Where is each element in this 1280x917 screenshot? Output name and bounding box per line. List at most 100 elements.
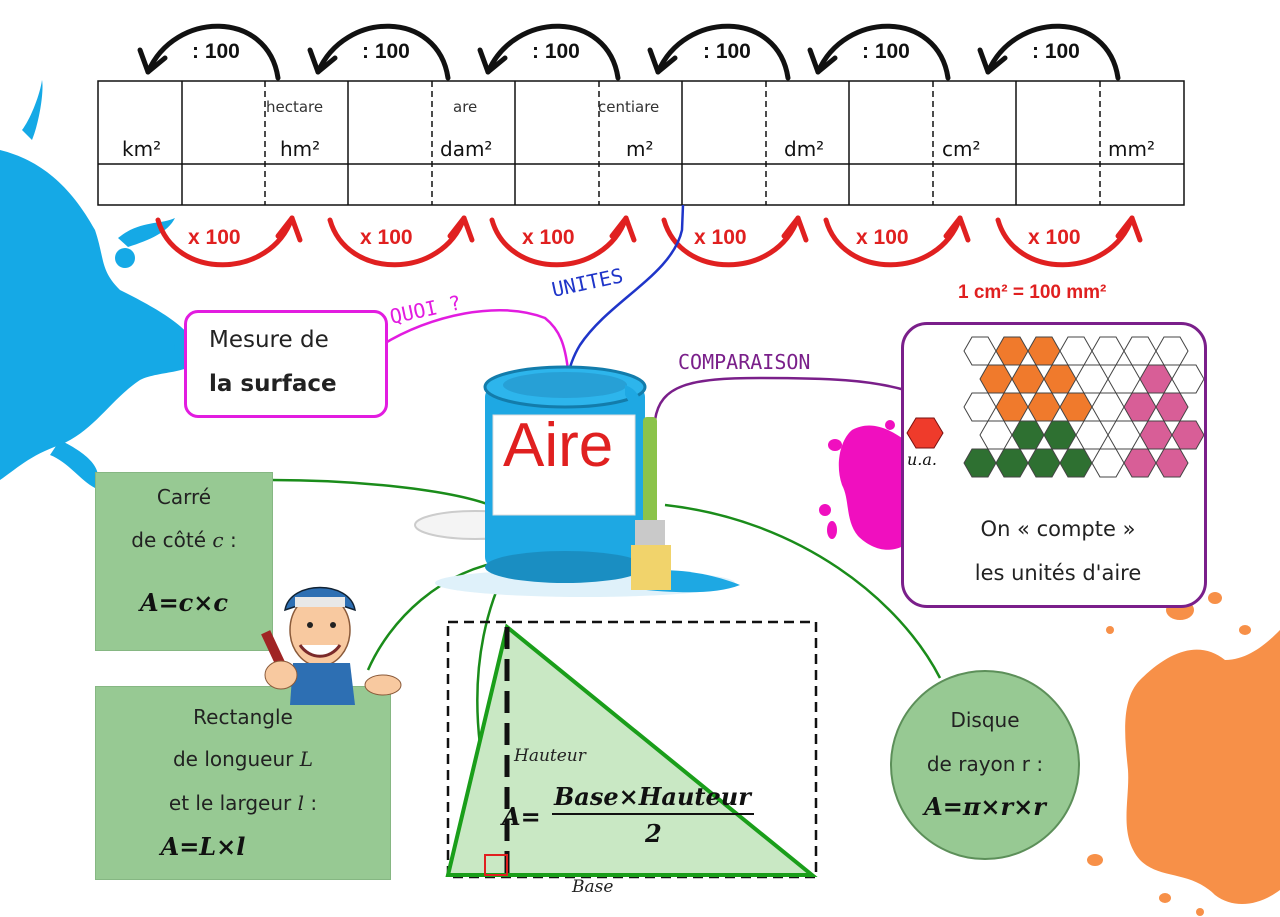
square-formula: A=c×c — [139, 588, 229, 617]
hexagon-cell — [1091, 392, 1125, 422]
disk-line-1: Disque — [950, 708, 1020, 732]
pink-paint-splash — [819, 420, 905, 550]
hexagon-cell — [1011, 364, 1045, 394]
definition-line-1: Mesure de — [209, 327, 329, 353]
multiplication-arrows — [155, 215, 1143, 268]
multiply-label-5: x 100 — [856, 226, 909, 249]
triangle-formula-numerator: Base×Hauteur — [554, 782, 751, 811]
unit-hm2: hm² — [280, 137, 321, 161]
rectangle-line-3: et le largeur l : — [96, 791, 390, 815]
hexagon-cell — [979, 420, 1013, 450]
unit-cm2: cm² — [942, 137, 981, 161]
divide-label-6: : 100 — [1032, 40, 1080, 63]
center-label-aire: Aire — [503, 411, 614, 480]
comparison-box: On « compte » les unités d'aire — [901, 322, 1207, 608]
rectangle-line-2-text: de longueur — [172, 747, 294, 771]
hexagon-cell — [1091, 336, 1125, 366]
hexagon-cell — [963, 336, 997, 366]
multiply-label-3: x 100 — [522, 226, 575, 249]
alt-name-are: are — [453, 98, 478, 116]
triangle-formula-lhs: A= — [502, 802, 541, 831]
hexagon-cell — [963, 448, 997, 478]
hexagon-cell — [995, 448, 1029, 478]
unit-mm2: mm² — [1108, 137, 1155, 161]
disk-formula: A=π×r×r — [924, 792, 1046, 821]
hexagon-cell — [1011, 420, 1045, 450]
square-side-variable: c — [212, 528, 224, 552]
hexagon-cell — [1091, 448, 1125, 478]
triangle-formula-denominator: 2 — [645, 819, 662, 848]
hexagon-cell — [995, 392, 1029, 422]
hexagon-cell — [1155, 336, 1189, 366]
rectangle-line-3-text: et le largeur — [168, 791, 292, 815]
hexagon-cell — [1171, 364, 1204, 394]
hexagon-cell — [1027, 448, 1061, 478]
hexagon-cell — [1107, 420, 1141, 450]
hexagon-cell — [1123, 336, 1157, 366]
right-angle-marker — [484, 854, 508, 876]
hexagon-grid — [963, 336, 1204, 478]
hexagon-cell — [1123, 392, 1157, 422]
disk-line-2: de rayon r : — [926, 752, 1044, 776]
rectangle-width-variable: l — [297, 791, 304, 815]
hexagon-cell — [963, 392, 997, 422]
hexagon-cell — [995, 336, 1029, 366]
orange-paint-splash — [1087, 592, 1280, 916]
square-line-2: de côté c : — [96, 528, 272, 552]
triangle-formula: A= Base×Hauteur 2 — [502, 782, 762, 852]
square-box: Carré de côté c : A=c×c — [95, 472, 273, 651]
rectangle-box: Rectangle de longueur L et le largeur l … — [95, 686, 391, 880]
hexagon-cell — [1027, 392, 1061, 422]
square-line-2-text: de côté — [131, 528, 207, 552]
division-arrows — [137, 23, 1121, 81]
unit-dam2: dam² — [440, 137, 493, 161]
multiply-label-4: x 100 — [694, 226, 747, 249]
triangle-base-label: Base — [572, 877, 614, 897]
divide-label-1: : 100 — [192, 40, 240, 63]
hexagon-cell — [1043, 420, 1077, 450]
multiply-label-2: x 100 — [360, 226, 413, 249]
unit-dm2: dm² — [784, 137, 825, 161]
hexagon-cell — [1043, 364, 1077, 394]
paint-can-illustration — [414, 365, 740, 597]
multiply-label-1: x 100 — [188, 226, 241, 249]
equivalence-note: 1 cm² = 100 mm² — [958, 282, 1107, 303]
triangle-height-label: Hauteur — [514, 746, 586, 766]
hexagon-cell — [1155, 392, 1189, 422]
comparison-line-2: les unités d'aire — [974, 561, 1142, 585]
hexagon-cell — [1107, 364, 1141, 394]
square-line-2-suffix: : — [229, 528, 237, 552]
rectangle-length-variable: L — [299, 747, 314, 771]
divide-label-2: : 100 — [362, 40, 410, 63]
hexagon-cell — [1075, 364, 1109, 394]
units-table-grid — [97, 23, 1185, 268]
hexagon-cell — [1059, 448, 1093, 478]
rectangle-line-1: Rectangle — [193, 705, 293, 729]
hexagon-cell — [1155, 448, 1189, 478]
rectangle-line-3-suffix: : — [310, 791, 318, 815]
disk-circle: Disque de rayon r : A=π×r×r — [890, 670, 1080, 860]
hexagon-cell — [1139, 420, 1173, 450]
rectangle-line-2: de longueur L — [96, 747, 390, 771]
definition-box: Mesure de la surface — [184, 310, 388, 418]
comparison-line-1: On « compte » — [980, 517, 1136, 541]
divide-label-5: : 100 — [862, 40, 910, 63]
divide-label-4: : 100 — [703, 40, 751, 63]
alt-name-centiare: centiare — [598, 98, 660, 116]
hexagon-cell — [1171, 420, 1204, 450]
hexagon-cell — [1059, 336, 1093, 366]
hexagon-cell — [1123, 448, 1157, 478]
painter-mascot-illustration — [261, 586, 402, 705]
divide-label-3: : 100 — [532, 40, 580, 63]
rectangle-formula: A=L×l — [160, 832, 246, 861]
fraction-bar — [552, 813, 754, 815]
hexagon-cell — [1027, 336, 1061, 366]
hexagon-cell — [1139, 364, 1173, 394]
unit-km2: km² — [122, 137, 162, 161]
branch-label-comparaison: COMPARAISON — [678, 350, 811, 374]
unit-m2: m² — [626, 137, 654, 161]
definition-line-2: la surface — [209, 371, 337, 397]
square-line-1: Carré — [156, 485, 212, 509]
unit-hexagon-icon — [906, 417, 944, 449]
alt-name-hectare: hectare — [266, 98, 324, 116]
